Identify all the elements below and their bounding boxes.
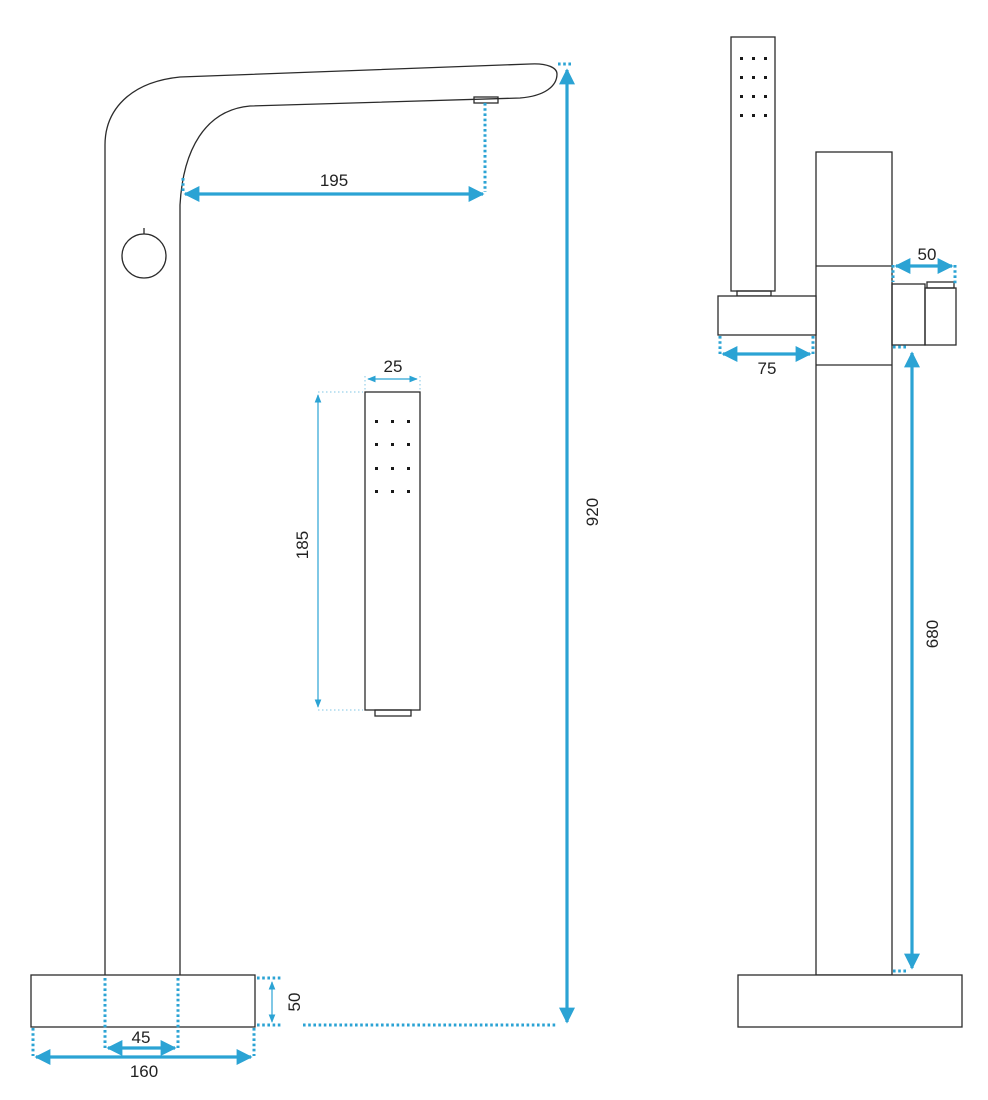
- side-mixer-cap: [924, 287, 957, 346]
- handshower-nozzles: [375, 420, 410, 493]
- side-mixer-lever: [926, 281, 955, 289]
- handshower-body: [364, 391, 421, 711]
- side-base: [737, 974, 963, 1028]
- dim-920-label: 920: [583, 498, 602, 526]
- aerator: [473, 96, 499, 104]
- handshower-detail: 25 185: [293, 357, 421, 717]
- dim-50s-label: 50: [918, 245, 937, 264]
- dim-195-label: 195: [320, 171, 348, 190]
- dim-185-label: 185: [293, 531, 312, 559]
- dim-45-label: 45: [132, 1028, 151, 1047]
- front-base: [30, 974, 256, 1028]
- side-view: 50 75 680: [717, 36, 963, 1028]
- side-handshower-connector: [736, 290, 772, 297]
- side-handshower-nozzles: [740, 57, 767, 117]
- side-column: [815, 151, 893, 976]
- side-holder-arm: [717, 295, 817, 336]
- dim-50b-label: 50: [285, 993, 304, 1012]
- control-knob: [121, 233, 167, 279]
- side-handshower: [730, 36, 776, 292]
- dim-25-label: 25: [384, 357, 403, 376]
- dim-680-label: 680: [923, 620, 942, 648]
- front-view: 195 920 50 45 160: [30, 62, 602, 1081]
- handshower-connector: [374, 709, 412, 717]
- spout-body: [104, 63, 558, 975]
- dim-75-label: 75: [758, 359, 777, 378]
- side-mixer: [891, 283, 926, 346]
- dim-160-label: 160: [130, 1062, 158, 1081]
